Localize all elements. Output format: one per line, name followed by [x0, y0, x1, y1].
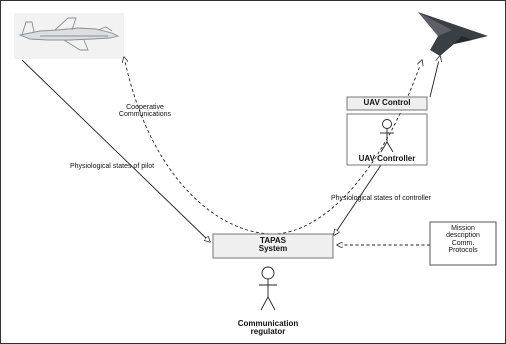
tapas-title: TAPAS System [213, 236, 333, 254]
regulator-title: Communication regulator [218, 319, 318, 337]
tapas-box [212, 233, 334, 259]
drone-icon [418, 12, 488, 56]
mission-text: Mission description Comm. Protocols [430, 225, 496, 254]
cooperative-comms-label-line2: Communications [118, 111, 172, 119]
mission-box [429, 221, 497, 266]
tapas-title-line2: System [258, 244, 288, 254]
controller-physio-connector [334, 164, 382, 235]
uav-controller-title: UAV Controller [358, 154, 416, 163]
mission-text-line2: description [446, 232, 480, 240]
regulator-title-line2: regulator [250, 327, 286, 337]
regulator-title-line1: Communication [237, 319, 299, 328]
fighter-jet-icon [18, 17, 120, 51]
mission-text-line1: Mission [451, 225, 475, 232]
mission-text-line4: Protocols [448, 247, 478, 255]
controller-physio-label: Physiological states of controller [331, 195, 431, 202]
cooperative-comms-label-line1: Cooperative [126, 104, 164, 111]
uav-controller-frame [346, 113, 428, 166]
pilot-physio-label: Physiological states of pilot [70, 163, 155, 170]
cooperative-comms-connector [124, 57, 422, 235]
uav-control-box [346, 96, 428, 111]
uav-control-link [429, 56, 440, 98]
uav-controller-figure [380, 119, 394, 153]
tapas-title-line1: TAPAS [260, 236, 286, 245]
regulator-figure [259, 266, 277, 311]
pilot-physio-connector [21, 59, 210, 242]
uav-control-title: UAV Control [363, 98, 411, 107]
cooperative-comms-label: Cooperative Communications [100, 104, 190, 119]
mission-text-line3: Comm. [451, 239, 475, 247]
